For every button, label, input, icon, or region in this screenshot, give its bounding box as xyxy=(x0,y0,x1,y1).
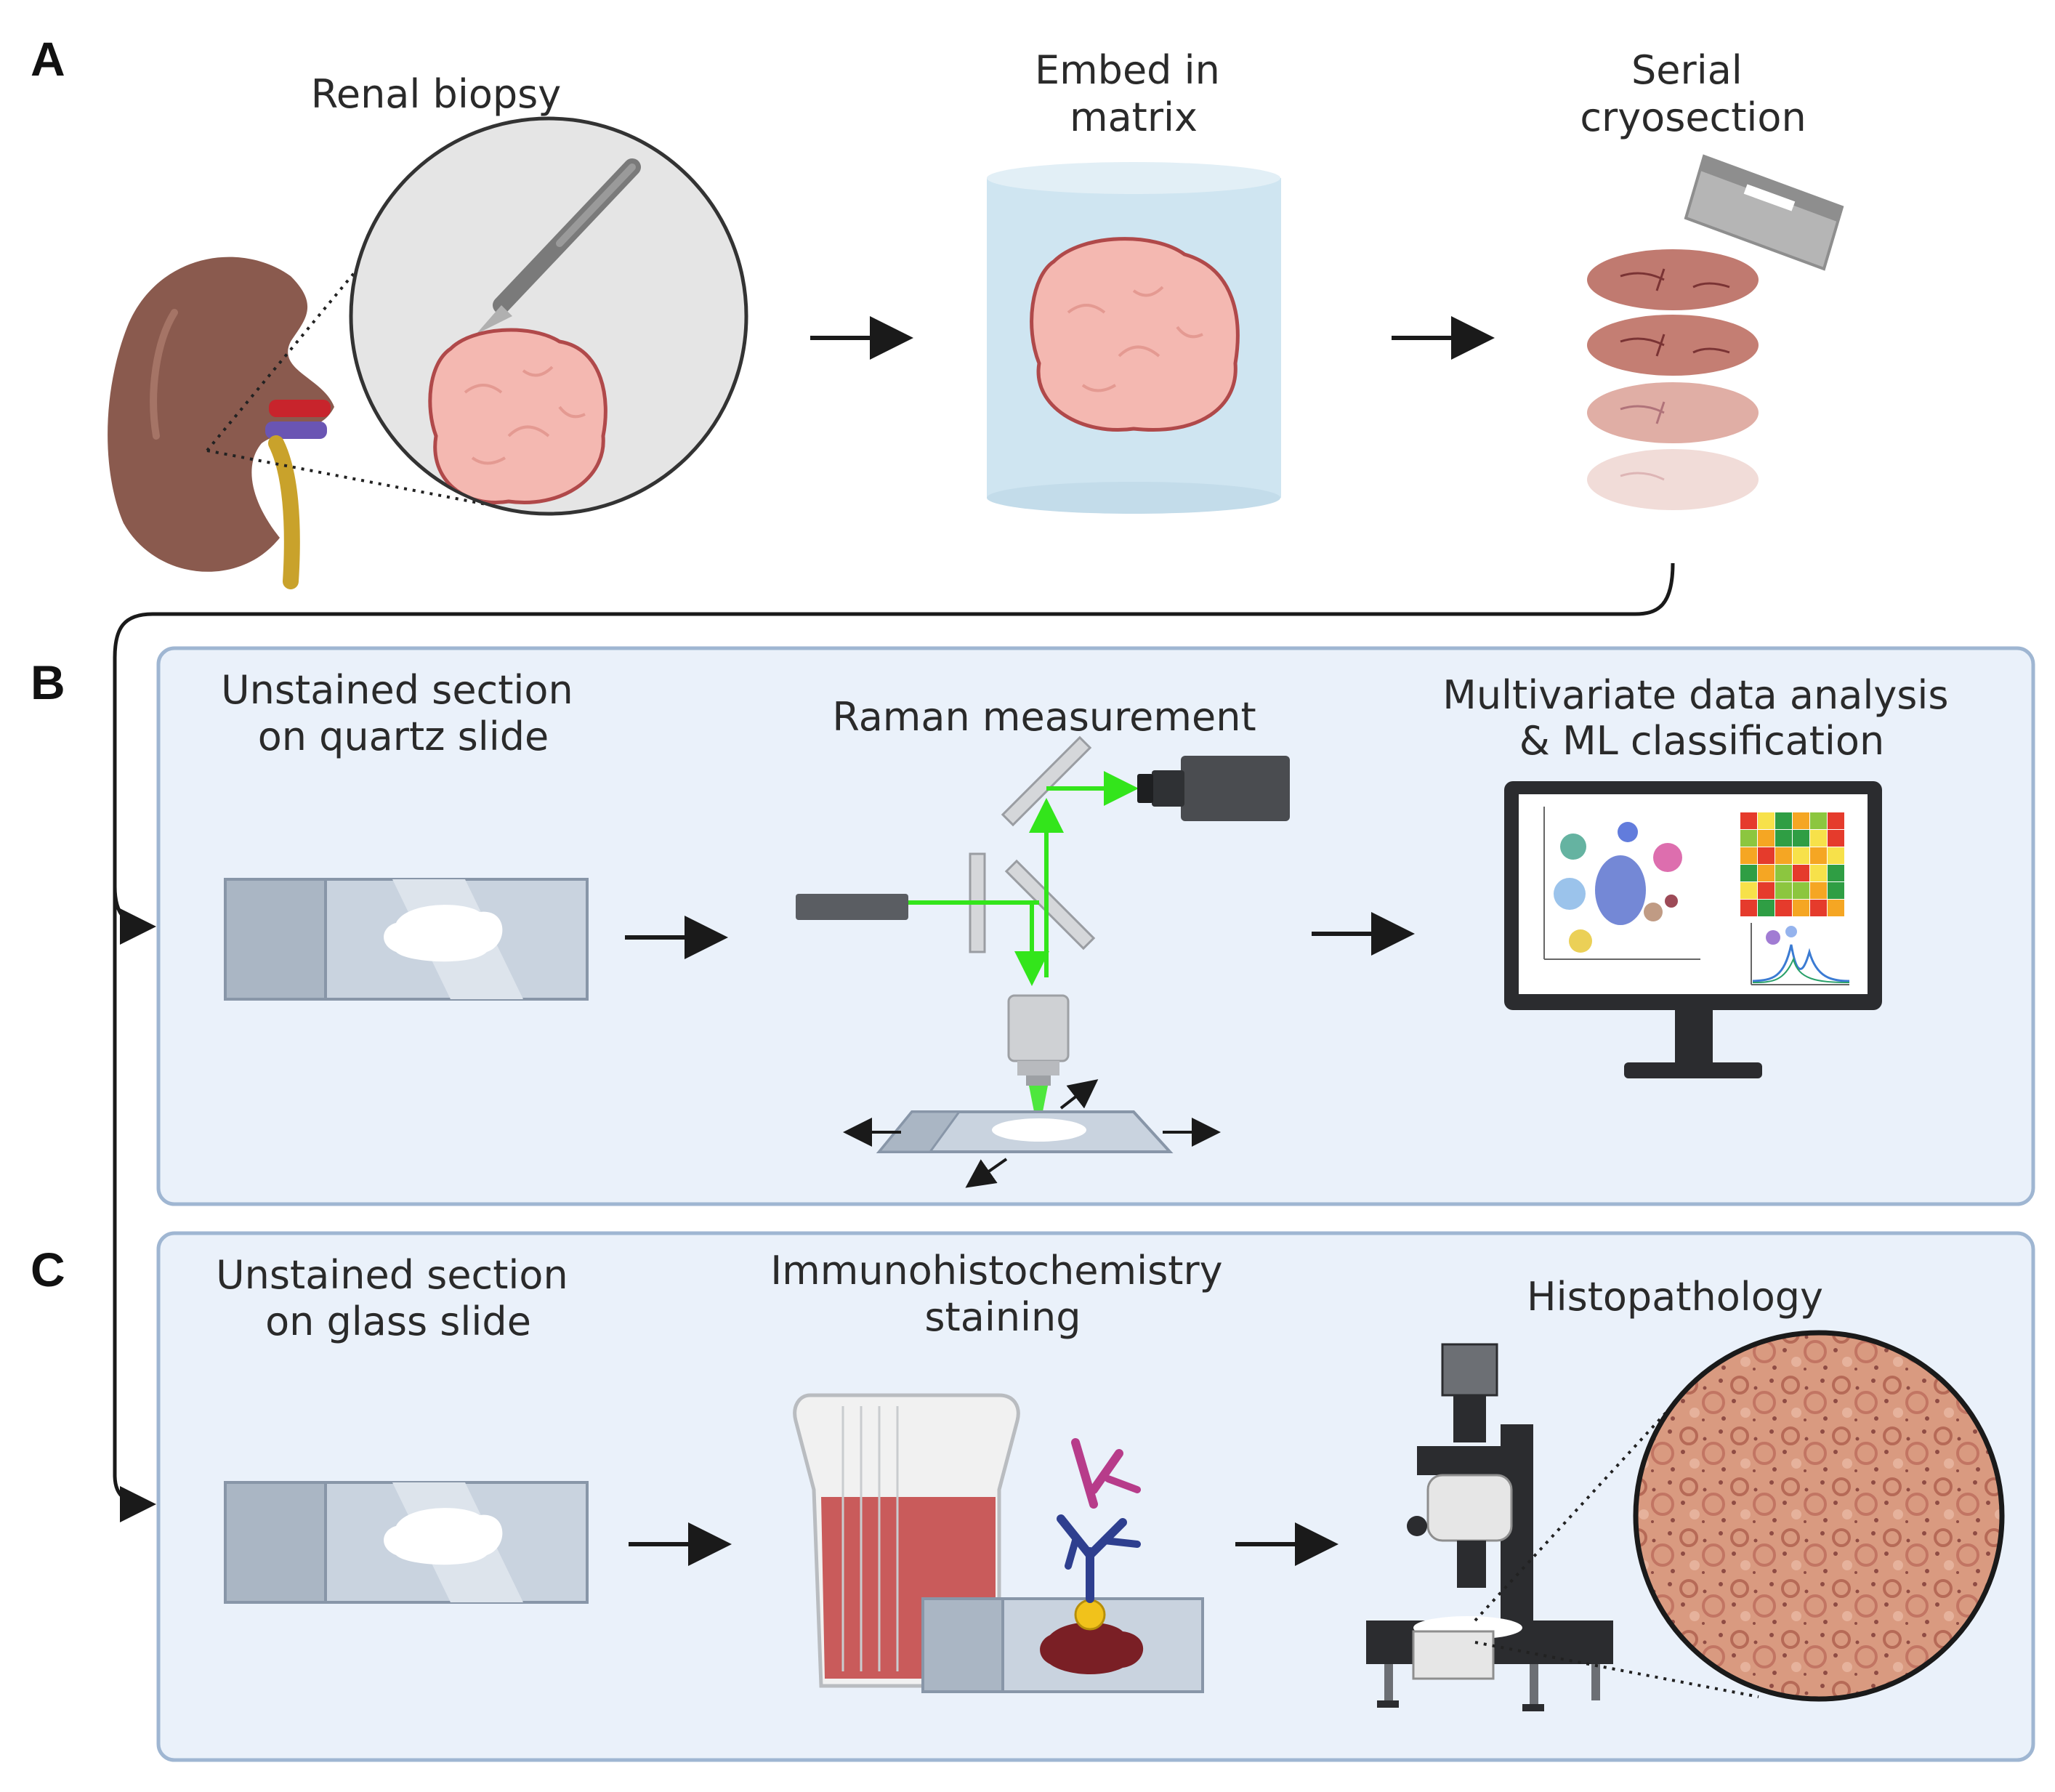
heatmap-cell xyxy=(1810,847,1827,864)
renal-biopsy-label: Renal biopsy xyxy=(311,71,562,117)
embed-in-matrix-label: Embed in matrix xyxy=(1035,47,1232,140)
raman-measurement-label: Raman measurement xyxy=(832,694,1256,740)
microscope-icon xyxy=(1366,1343,1613,1711)
heatmap-cell xyxy=(1758,812,1775,829)
heatmap-cell xyxy=(1828,830,1844,847)
camera-icon xyxy=(1137,756,1290,821)
heatmap-cell xyxy=(1740,865,1757,881)
heatmap-cell xyxy=(1828,812,1844,829)
connector-line xyxy=(113,562,1675,1475)
connector-arrow-b xyxy=(113,886,156,945)
panel-a: A Renal biopsy Embed in matrix Serial cr… xyxy=(31,32,1844,1522)
heatmap-cell xyxy=(1775,865,1792,881)
heatmap-cell xyxy=(1740,900,1757,916)
heatmap-cell xyxy=(1775,830,1792,847)
heatmap-cell xyxy=(1793,830,1809,847)
kidney-icon xyxy=(108,257,334,589)
heatmap-cell xyxy=(1810,900,1827,916)
laser-icon xyxy=(796,894,908,920)
heatmap-cell xyxy=(1810,865,1827,881)
histopathology-label: Histopathology xyxy=(1527,1274,1823,1320)
heatmap-cell xyxy=(1828,882,1844,899)
connector-arrow-c xyxy=(113,1474,156,1522)
stage-icon xyxy=(876,1110,1174,1153)
tissue-biopsy-icon xyxy=(428,328,607,504)
heatmap-cell xyxy=(1828,900,1844,916)
heatmap-cell xyxy=(1793,882,1809,899)
glass-slide-icon xyxy=(224,1481,589,1604)
raman-setup xyxy=(796,735,1290,1188)
panel-letter-c: C xyxy=(31,1243,65,1296)
heatmap-icon xyxy=(1740,812,1844,916)
histo-zoom-line-top xyxy=(1474,1397,1680,1622)
heatmap-cell xyxy=(1775,900,1792,916)
heatmap-cell xyxy=(1775,812,1792,829)
heatmap-cell xyxy=(1758,847,1775,864)
cryomold-icon xyxy=(987,162,1281,514)
heatmap-cell xyxy=(1740,847,1757,864)
spectrum-icon xyxy=(1751,923,1850,985)
objective-lens-icon xyxy=(1007,994,1070,1086)
histology-magnifier-icon xyxy=(1633,1330,2005,1702)
heatmap-cell xyxy=(1775,882,1792,899)
panel-letter-b: B xyxy=(31,655,65,709)
heatmap-cell xyxy=(1793,865,1809,881)
tsne-scatter-icon xyxy=(1543,807,1700,960)
heatmap-cell xyxy=(1740,830,1757,847)
ihc-staining-label: Immunohistochemistry staining xyxy=(770,1248,1235,1340)
heatmap-cell xyxy=(1793,900,1809,916)
heatmap-cell xyxy=(1793,847,1809,864)
data-analysis-label: Multivariate data analysis & ML classifi… xyxy=(1442,672,1961,764)
heatmap-cell xyxy=(1810,830,1827,847)
panel-b: B Unstained section on quartz slide Rama… xyxy=(31,646,2035,1206)
ihc-slide xyxy=(921,1597,1204,1693)
heatmap-cell xyxy=(1810,882,1827,899)
panel-c: C Unstained section on glass slide Immun… xyxy=(31,1231,2035,1762)
scalpel-icon xyxy=(476,158,641,334)
heatmap-cell xyxy=(1740,882,1757,899)
antibody-icon xyxy=(1057,1438,1141,1631)
razor-blade-icon xyxy=(1684,154,1844,271)
heatmap-cell xyxy=(1775,847,1792,864)
panel-letter-a: A xyxy=(31,32,65,86)
heatmap-cell xyxy=(1758,900,1775,916)
heatmap-cell xyxy=(1810,812,1827,829)
heatmap-cell xyxy=(1828,865,1844,881)
heatmap-cell xyxy=(1758,882,1775,899)
quartz-slide-label: Unstained section on quartz slide xyxy=(221,667,586,759)
monitor-icon xyxy=(1504,781,1882,1078)
serial-cryosection-label: Serial cryosection xyxy=(1580,47,1806,140)
heatmap-cell xyxy=(1828,847,1844,864)
heatmap-cell xyxy=(1793,812,1809,829)
quartz-slide-icon xyxy=(224,878,589,1001)
heatmap-cell xyxy=(1758,830,1775,847)
heatmap-cell xyxy=(1758,865,1775,881)
heatmap-cell xyxy=(1740,812,1757,829)
glass-slide-label: Unstained section on glass slide xyxy=(216,1252,581,1344)
cryosection-stack xyxy=(1587,249,1759,510)
zoom-line-top xyxy=(206,217,401,452)
